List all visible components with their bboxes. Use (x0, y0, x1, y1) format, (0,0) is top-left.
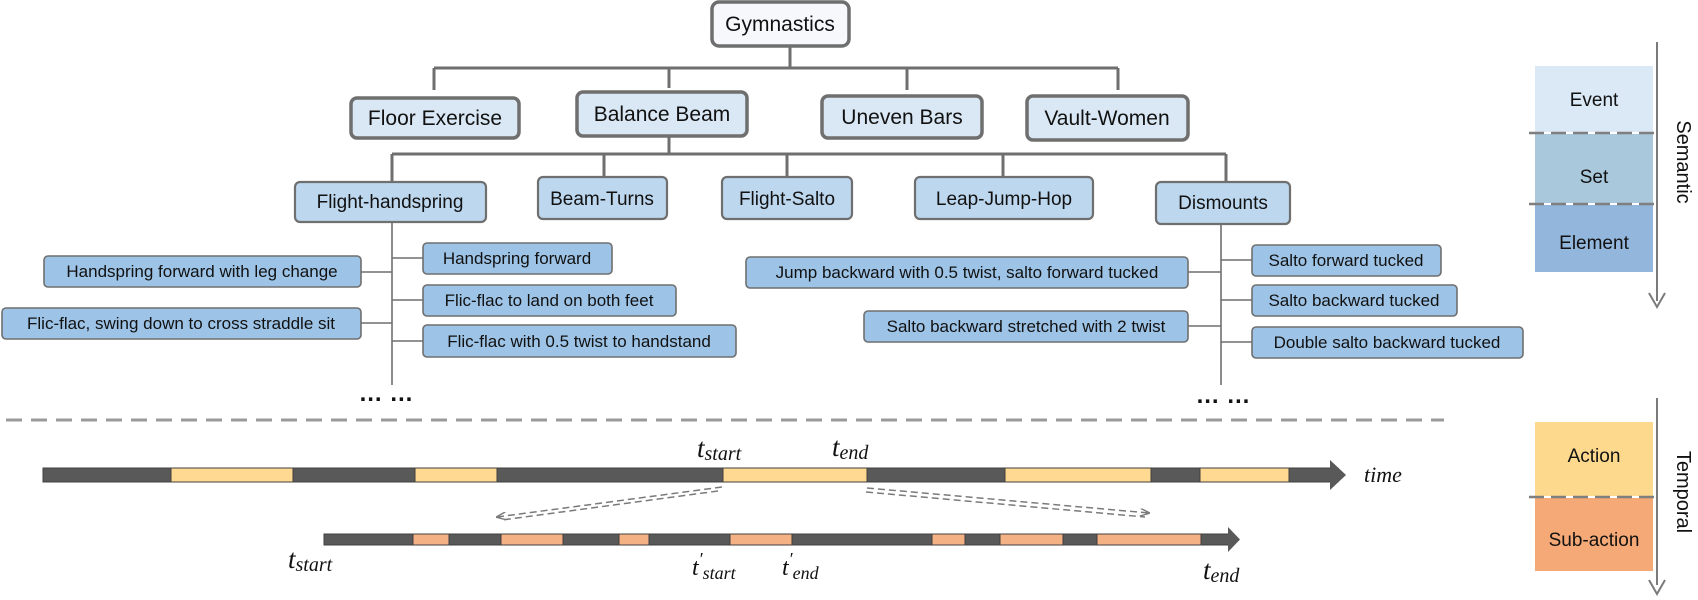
set-dismounts: Dismounts (1154, 180, 1292, 226)
subaction-segment (618, 533, 650, 546)
action-segment (1004, 467, 1152, 483)
root-node: Gymnastics (710, 0, 851, 48)
subaction-segment (999, 533, 1064, 546)
action-segment (722, 467, 868, 483)
element-label: Salto forward tucked (1269, 251, 1424, 270)
element-box: Handspring forward with leg change (43, 255, 362, 288)
ellipsis-right: … … (1196, 382, 1251, 409)
element-label: Double salto backward tucked (1274, 333, 1501, 352)
legend-subaction-swatch (1535, 498, 1653, 571)
element-box: Flic-flac, swing down to cross straddle … (1, 307, 362, 340)
element-box: Flic-flac to land on both feet (422, 284, 677, 317)
sub-t-end-label: tend (1203, 555, 1240, 587)
subaction-segment (1096, 533, 1202, 546)
event-label: Floor Exercise (368, 107, 502, 130)
time-axis-label: time (1364, 462, 1402, 487)
t-end-label: tend (832, 432, 869, 464)
subaction-segment (412, 533, 450, 546)
element-box: Jump backward with 0.5 twist, salto forw… (745, 256, 1189, 289)
action-segment (1199, 467, 1290, 483)
element-box: Double salto backward tucked (1251, 326, 1524, 359)
event-label: Uneven Bars (841, 106, 962, 129)
sub-timeline: tstart tend t′start t′end (288, 527, 1240, 587)
t-prime-end-label: t′end (782, 549, 820, 583)
element-label: Handspring forward (443, 249, 591, 268)
set-flight-handspring: Flight-handspring (293, 180, 488, 224)
action-segment (414, 467, 498, 483)
element-label: Salto backward tucked (1268, 291, 1439, 310)
legend-action-label: Action (1568, 446, 1621, 467)
element-box: Salto backward stretched with 2 twist (863, 310, 1189, 343)
set-label: Dismounts (1178, 193, 1268, 214)
root-label: Gymnastics (725, 13, 835, 36)
element-label: Handspring forward with leg change (66, 262, 337, 281)
semantic-arrow-icon (1648, 292, 1666, 310)
subaction-segment (931, 533, 966, 546)
event-vault-women: Vault-Women (1025, 94, 1190, 142)
subaction-segment (500, 533, 564, 546)
timeline-arrow-icon (1330, 460, 1346, 490)
event-balance-beam: Balance Beam (575, 90, 749, 138)
legend-action-swatch (1535, 422, 1653, 496)
element-label: Flic-flac, swing down to cross straddle … (27, 314, 335, 333)
temporal-legend: Action Sub-action Temporal (1529, 398, 1694, 597)
zoom-arrows (497, 486, 1149, 521)
event-uneven-bars: Uneven Bars (820, 94, 984, 140)
legend-subaction-label: Sub-action (1549, 530, 1640, 551)
element-box: Flic-flac with 0.5 twist to handstand (422, 324, 737, 358)
semantic-legend: Event Set Element Semantic (1529, 42, 1694, 310)
tree-connectors (390, 42, 1228, 182)
set-beam-turns: Beam-Turns (536, 175, 669, 221)
action-segment (170, 467, 294, 483)
legend-event-label: Event (1570, 90, 1619, 111)
element-label: Flic-flac to land on both feet (445, 291, 654, 310)
legend-element-swatch (1535, 205, 1653, 272)
event-label: Balance Beam (594, 103, 731, 126)
element-box: Salto backward tucked (1251, 284, 1458, 317)
subaction-segment (729, 533, 793, 546)
event-label: Vault-Women (1044, 107, 1169, 130)
element-box: Salto forward tucked (1251, 244, 1442, 277)
legend-element-label: Element (1559, 233, 1629, 254)
set-label: Beam-Turns (550, 189, 654, 210)
t-prime-start-label: t′start (692, 549, 737, 583)
event-floor-exercise: Floor Exercise (349, 96, 521, 140)
legend-set-swatch (1535, 134, 1653, 203)
sub-t-start-label: tstart (288, 544, 333, 576)
ellipsis-left: … … (359, 380, 414, 407)
sub-timeline-arrow-icon (1228, 527, 1240, 552)
temporal-title: Temporal (1672, 451, 1694, 533)
semantic-title: Semantic (1672, 120, 1694, 203)
t-start-label: tstart (697, 433, 742, 465)
legend-set-label: Set (1580, 167, 1609, 188)
temporal-arrow-icon (1648, 579, 1666, 597)
set-label: Flight-handspring (317, 192, 464, 213)
element-label: Salto backward stretched with 2 twist (887, 317, 1166, 336)
element-label: Jump backward with 0.5 twist, salto forw… (776, 263, 1159, 282)
set-leap-jump-hop: Leap-Jump-Hop (913, 175, 1095, 221)
main-timeline: time tstart tend (42, 432, 1402, 490)
set-label: Flight-Salto (739, 189, 835, 210)
element-box: Handspring forward (422, 242, 613, 275)
legend-event-swatch (1535, 66, 1653, 132)
set-flight-salto: Flight-Salto (720, 175, 854, 221)
element-label: Flic-flac with 0.5 twist to handstand (447, 332, 711, 351)
set-label: Leap-Jump-Hop (936, 189, 1072, 210)
element-connectors (361, 222, 1252, 385)
